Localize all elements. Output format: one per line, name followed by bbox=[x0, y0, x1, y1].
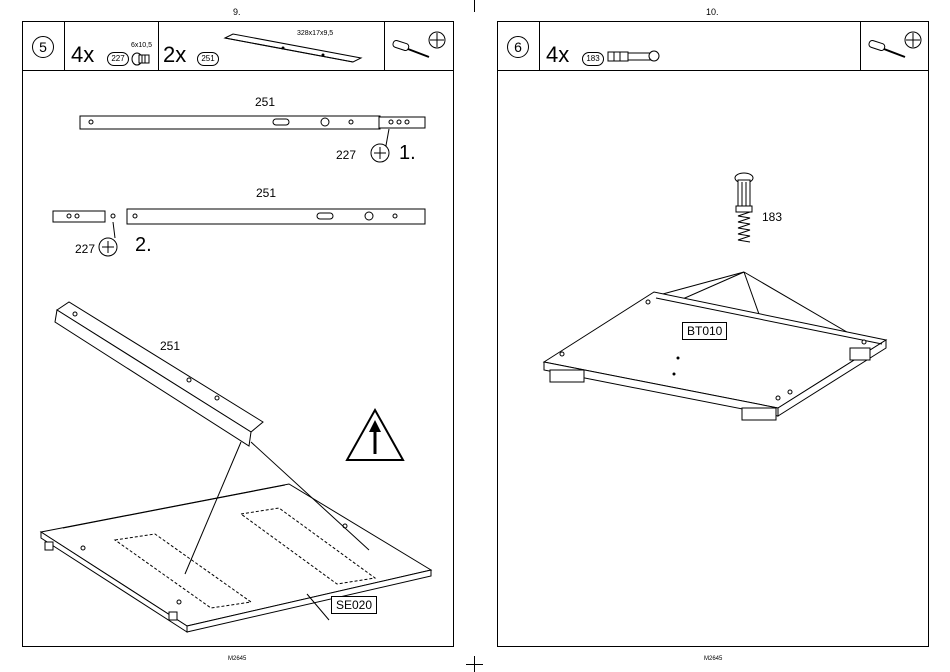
cam-label: 227 bbox=[336, 148, 356, 162]
sequence-number: 1. bbox=[399, 142, 416, 165]
instruction-panel-right: 6 4x 183 183 bbox=[497, 21, 929, 647]
panel-label: SE020 bbox=[331, 596, 377, 614]
panel-label: BT010 bbox=[682, 322, 727, 340]
parts-header: 6 4x 183 bbox=[498, 22, 928, 71]
trim-mark-cross bbox=[466, 664, 483, 665]
phillips-head-icon bbox=[903, 30, 923, 50]
part-cell-183: 4x 183 bbox=[540, 22, 860, 70]
base-assembly-diagram bbox=[498, 162, 930, 422]
part-cell-251: 2x 251 328x17x9,5 bbox=[159, 22, 385, 70]
part-quantity: 4x bbox=[546, 42, 569, 68]
parts-header: 5 4x 227 6x10,5 2x 251 328x17x9,5 bbox=[23, 22, 453, 71]
rail-label: 251 bbox=[255, 95, 275, 109]
cam-label: 227 bbox=[75, 242, 95, 256]
part-quantity: 4x bbox=[71, 42, 94, 68]
part-number-badge: 183 bbox=[582, 52, 604, 66]
step-number-badge: 5 bbox=[32, 36, 54, 58]
page-number-right: 10. bbox=[706, 7, 719, 17]
assembly-diagram bbox=[23, 292, 455, 632]
dowel-icon bbox=[606, 48, 662, 64]
phillips-head-icon bbox=[427, 30, 447, 50]
part-quantity: 2x bbox=[163, 42, 186, 68]
page-number-left: 9. bbox=[233, 7, 241, 17]
footer-code-right: M2645 bbox=[704, 656, 722, 662]
tool-cell bbox=[385, 22, 453, 70]
rail-icon bbox=[223, 32, 363, 66]
sequence-number: 2. bbox=[135, 234, 152, 257]
step-cell: 6 bbox=[498, 22, 540, 70]
cam-lock-icon bbox=[97, 236, 119, 258]
cam-bolt-icon bbox=[131, 52, 153, 66]
rail-label: 251 bbox=[256, 186, 276, 200]
trim-mark-top bbox=[474, 0, 475, 12]
tool-cell bbox=[860, 22, 928, 70]
step-cell: 5 bbox=[23, 22, 65, 70]
part-number-badge: 227 bbox=[107, 52, 129, 66]
part-number-badge: 251 bbox=[197, 52, 219, 66]
footer-code-left: M2645 bbox=[228, 656, 246, 662]
cam-lock-icon bbox=[369, 142, 391, 164]
instruction-panel-left: 5 4x 227 6x10,5 2x 251 328x17x9,5 bbox=[22, 21, 454, 647]
step-number-badge: 6 bbox=[507, 36, 529, 58]
part-cell-227: 4x 227 6x10,5 bbox=[65, 22, 159, 70]
part-size: 6x10,5 bbox=[131, 42, 152, 49]
rail-diagram-1 bbox=[79, 114, 439, 134]
